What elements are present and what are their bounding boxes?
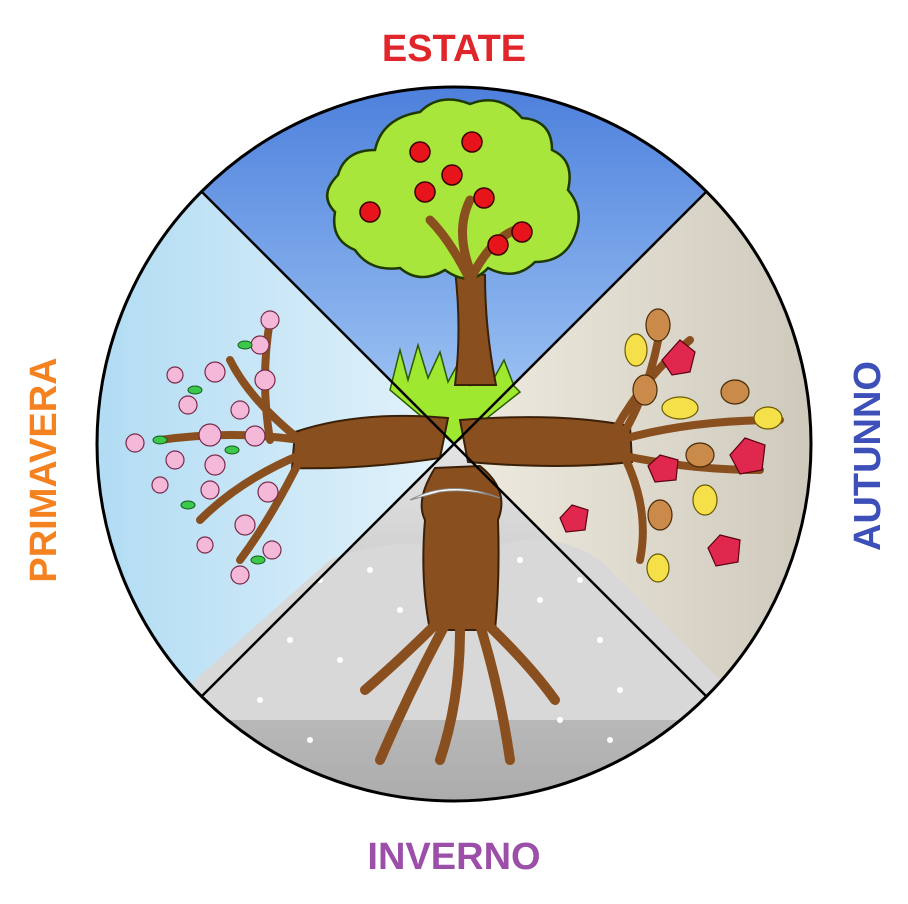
wheel-outline [95, 85, 813, 803]
autumn-leaves-yellow [624, 333, 783, 583]
snowflakes [257, 557, 623, 743]
blossoms [125, 310, 282, 585]
autumn-leaves-red [559, 339, 766, 567]
spring-leaves [152, 340, 266, 565]
winter-label: INVERNO [367, 836, 541, 878]
summer-label: ESTATE [381, 28, 527, 70]
spring-label: PRIMAVERA [23, 357, 65, 583]
winter-tree [257, 464, 623, 765]
autumn-leaves-brown [632, 308, 750, 531]
apples [359, 131, 533, 256]
autumn-label: AUTUNNO [847, 361, 889, 551]
spring-tree [125, 310, 450, 585]
summer-tree [326, 98, 580, 386]
autumn-tree [458, 308, 784, 583]
